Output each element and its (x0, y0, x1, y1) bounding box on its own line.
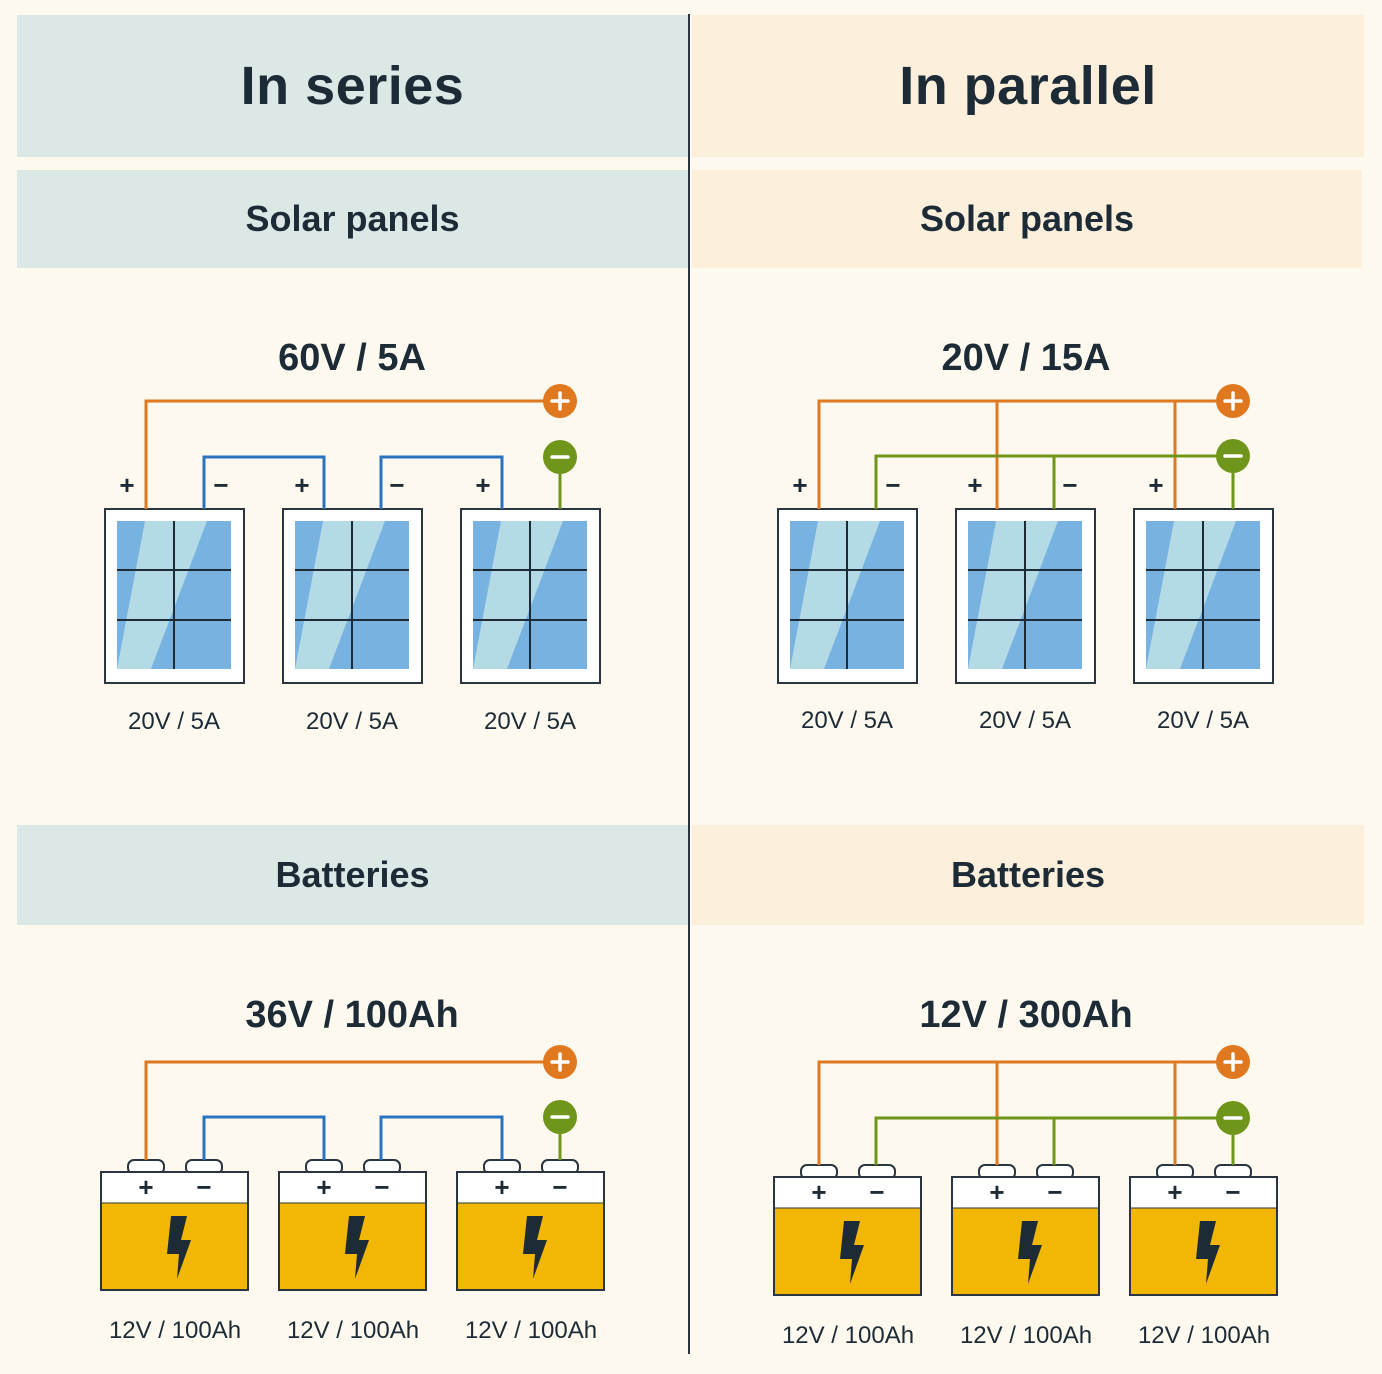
series-panel-label-0: 20V / 5A (128, 708, 220, 735)
series-battery-label-0: 12V / 100Ah (109, 1317, 241, 1344)
parallel-solar-terminal-sign-3: − (1062, 470, 1077, 500)
battery-s2 (456, 1159, 605, 1291)
series-battery-minus-sign-1: − (374, 1172, 389, 1202)
battery-s1 (278, 1159, 427, 1291)
solar-panel-s1 (282, 508, 423, 684)
parallel-battery-minus-sign-2: − (1225, 1177, 1240, 1207)
parallel-battery-heading: Batteries (950, 854, 1106, 895)
parallel-battery-plus-sign-0: + (811, 1177, 826, 1207)
parallel-solar-positive-bus (817, 399, 1217, 509)
battery-p1 (951, 1164, 1100, 1296)
lightning-icon (840, 1221, 864, 1284)
parallel-solar-negative-bus (874, 454, 1217, 509)
series-battery-heading: Batteries (275, 854, 430, 895)
parallel-solar-terminal-sign-0: + (792, 470, 807, 500)
series-solar-heading: Solar panels (245, 198, 460, 239)
parallel-solar-terminal-sign-4: + (1148, 470, 1163, 500)
series-battery-heading-band: Batteries (17, 825, 688, 925)
series-solar-terminal-sign-0: + (119, 470, 134, 500)
solar-panel-p2 (1133, 508, 1274, 684)
series-battery-plus-sign-2: + (494, 1172, 509, 1202)
parallel-battery-label-1: 12V / 100Ah (960, 1322, 1092, 1349)
parallel-panel-label-2: 20V / 5A (1157, 707, 1249, 734)
series-battery-minus-sign-0: − (196, 1172, 211, 1202)
series-battery-minus-sign-2: − (552, 1172, 567, 1202)
parallel-battery-label-0: 12V / 100Ah (782, 1322, 914, 1349)
series-solar-link-1 (202, 455, 326, 509)
lightning-icon (523, 1216, 547, 1279)
series-solar-terminal-sign-3: − (389, 470, 404, 500)
series-title: In series (240, 56, 465, 116)
center-divider (688, 14, 690, 1354)
panel-glare (790, 521, 880, 669)
solar-panel-p1 (955, 508, 1096, 684)
parallel-battery-label-2: 12V / 100Ah (1138, 1322, 1270, 1349)
series-title-band: In series (17, 15, 688, 157)
parallel-panel-label-1: 20V / 5A (979, 707, 1071, 734)
series-battery-label-2: 12V / 100Ah (465, 1317, 597, 1344)
parallel-title: In parallel (899, 56, 1157, 116)
lightning-icon (345, 1216, 369, 1279)
parallel-battery-total: 12V / 300Ah (919, 994, 1132, 1036)
series-battery-positive-wire (144, 1060, 545, 1160)
panel-glare (117, 521, 207, 669)
parallel-solar-total: 20V / 15A (942, 337, 1111, 379)
series-solar-positive-wire (144, 399, 545, 509)
series-solar-terminal-sign-1: − (213, 470, 228, 500)
solar-panel-s0 (104, 508, 245, 684)
parallel-battery-minus-sign-1: − (1047, 1177, 1062, 1207)
parallel-battery-negative-bus (874, 1116, 1217, 1165)
parallel-solar-heading: Solar panels (919, 198, 1135, 239)
series-solar-heading-band: Solar panels (17, 170, 688, 268)
series-panel-label-2: 20V / 5A (484, 708, 576, 735)
lightning-icon (1018, 1221, 1042, 1284)
parallel-battery-heading-band: Batteries (692, 825, 1364, 925)
parallel-battery-minus-sign-0: − (869, 1177, 884, 1207)
series-battery-link-2 (379, 1115, 504, 1160)
battery-p2 (1129, 1164, 1278, 1296)
parallel-solar-terminal-sign-1: − (885, 470, 900, 500)
parallel-solar-heading-band: Solar panels (692, 170, 1362, 268)
panel-glare (968, 521, 1058, 669)
lightning-icon (167, 1216, 191, 1279)
battery-p0 (773, 1164, 922, 1296)
solar-panel-p0 (777, 508, 918, 684)
series-panel-label-1: 20V / 5A (306, 708, 398, 735)
series-solar-link-2 (379, 455, 504, 509)
battery-s0 (100, 1159, 249, 1291)
series-battery-total: 36V / 100Ah (245, 994, 458, 1036)
panel-glare (1146, 521, 1236, 669)
panel-glare (295, 521, 385, 669)
series-battery-plus-sign-1: + (316, 1172, 331, 1202)
series-solar-total: 60V / 5A (278, 337, 426, 379)
series-battery-link-1 (202, 1115, 326, 1160)
parallel-panel-label-0: 20V / 5A (801, 707, 893, 734)
series-solar-terminal-sign-4: + (475, 470, 490, 500)
lightning-icon (1196, 1221, 1220, 1284)
parallel-battery-plus-sign-2: + (1167, 1177, 1182, 1207)
solar-panel-s2 (460, 508, 601, 684)
parallel-solar-terminal-sign-2: + (967, 470, 982, 500)
series-battery-label-1: 12V / 100Ah (287, 1317, 419, 1344)
panel-glare (473, 521, 563, 669)
parallel-battery-positive-bus (817, 1060, 1217, 1165)
parallel-battery-plus-sign-1: + (989, 1177, 1004, 1207)
series-battery-plus-sign-0: + (138, 1172, 153, 1202)
series-solar-terminal-sign-2: + (294, 470, 309, 500)
parallel-title-band: In parallel (692, 15, 1364, 157)
